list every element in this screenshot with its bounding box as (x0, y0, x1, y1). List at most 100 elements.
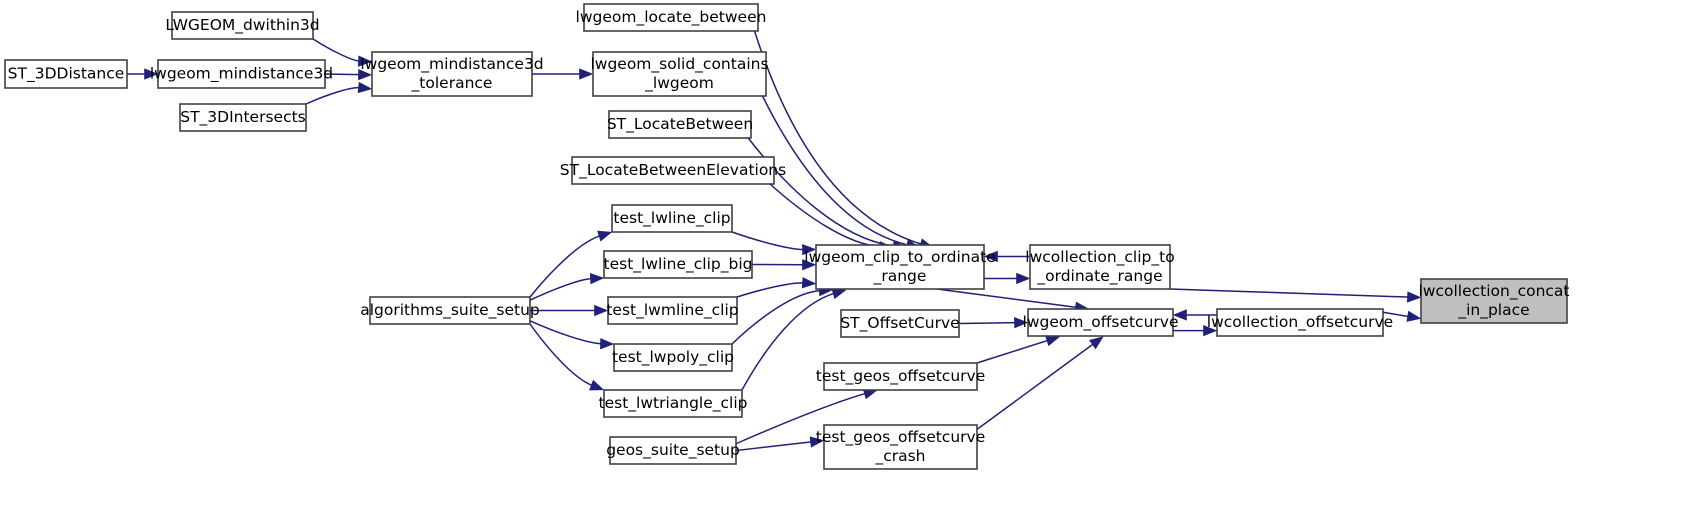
node-box-st_3dintersects[interactable] (179, 103, 307, 132)
node-box-test_lwline_clip_big[interactable] (603, 250, 753, 279)
node-box-st_locatebetweenelevations[interactable] (571, 156, 775, 185)
node-label-st_locatebetweenelevations: ST_LocateBetweenElevations (560, 161, 786, 180)
edge-arrowhead (1045, 335, 1061, 347)
node-box-lwgeom_dwithin3d[interactable] (171, 11, 314, 40)
edge-arrowhead (1407, 291, 1422, 303)
edge-st_3dintersects-to-lwgeom_mindistance3d_tolerance (305, 87, 361, 105)
node-lwgeom_dwithin3d[interactable]: LWGEOM_dwithin3d (165, 11, 320, 40)
node-st_locatebetween[interactable]: ST_LocateBetween (607, 110, 753, 139)
edge-st_offsetcurve-to-lwgeom_offsetcurve (958, 321, 1017, 325)
node-label-lwcollection_clip_to_ordinate_range: _ordinate_range (1036, 267, 1162, 286)
node-test_geos_offsetcurve[interactable]: test_geos_offsetcurve (816, 362, 985, 391)
node-box-st_offsetcurve[interactable] (840, 309, 960, 338)
edge-arrowhead (809, 436, 825, 448)
node-label-lwcollection_concat_in_place: _in_place (1457, 301, 1529, 320)
node-st_3dintersects[interactable]: ST_3DIntersects (179, 103, 307, 132)
node-label-st_3dintersects: ST_3DIntersects (180, 108, 306, 127)
node-box-lwcollection_clip_to_ordinate_range[interactable] (1029, 244, 1171, 290)
node-box-test_lwtriangle_clip[interactable] (603, 389, 743, 418)
edge-arrowhead (802, 259, 817, 271)
node-lwcollection_clip_to_ordinate_range[interactable]: lwcollection_clip_to_ordinate_range (1025, 244, 1175, 290)
node-label-lwgeom_mindistance3d_tolerance: lwgeom_mindistance3d (360, 55, 543, 74)
node-box-lwgeom_mindistance3d[interactable] (157, 59, 326, 89)
node-box-lwgeom_clip_to_ordinate_range[interactable] (815, 244, 985, 290)
node-algorithms_suite_setup[interactable]: algorithms_suite_setup (360, 296, 540, 325)
edge-arrowhead (802, 243, 817, 256)
node-label-lwgeom_solid_contains_lwgeom: lwgeom_solid_contains (590, 55, 768, 74)
node-test_lwline_clip_big[interactable]: test_lwline_clip_big (603, 250, 753, 279)
edge-arrowhead (597, 230, 613, 242)
edge-arrowhead (983, 250, 998, 263)
node-lwgeom_locate_between[interactable]: lwgeom_locate_between (576, 3, 767, 32)
node-box-geos_suite_setup[interactable] (609, 436, 737, 465)
node-label-lwgeom_offsetcurve: lwgeom_offsetcurve (1023, 313, 1179, 332)
node-lwcollection_offsetcurve[interactable]: lwcollection_offsetcurve (1207, 308, 1393, 337)
node-st_offsetcurve[interactable]: ST_OffsetCurve (840, 309, 960, 338)
edge-arrowhead (1406, 310, 1422, 322)
node-label-lwgeom_mindistance3d: lwgeom_mindistance3d (150, 65, 333, 84)
edge-algorithms_suite_setup-to-test_lwline_clip_big (529, 277, 593, 301)
node-box-lwgeom_offsetcurve[interactable] (1027, 308, 1174, 337)
node-label-st_3ddistance: ST_3DDistance (8, 65, 125, 84)
edge-test_lwtriangle_clip-to-lwgeom_clip_to_ordinate_range (741, 292, 836, 391)
edge-arrowhead (831, 288, 847, 300)
edge-st_locatebetween-to-lwgeom_clip_to_ordinate_range (747, 137, 896, 248)
node-label-lwcollection_clip_to_ordinate_range: lwcollection_clip_to (1025, 248, 1174, 267)
nodes-layer: ST_3DDistance lwgeom_mindistance3d LWGEOM_… (4, 3, 1570, 470)
edge-test_lwmline_clip-to-lwgeom_clip_to_ordinate_range (736, 282, 805, 298)
edge-lwgeom_solid_contains_lwgeom-to-lwgeom_clip_to_ordinate_range (761, 95, 910, 246)
node-lwgeom_clip_to_ordinate_range[interactable]: lwgeom_clip_to_ordinate_range (804, 244, 996, 290)
node-box-st_locatebetween[interactable] (608, 110, 752, 139)
edge-lwcollection_clip_to_ordinate_range-to-lwcollection_concat_in_place (1169, 288, 1410, 298)
node-box-lwgeom_solid_contains_lwgeom[interactable] (592, 51, 767, 97)
edge-algorithms_suite_setup-to-test_lwline_clip (529, 234, 602, 298)
node-box-test_geos_offsetcurve[interactable] (823, 362, 978, 391)
node-label-test_lwline_clip: test_lwline_clip (613, 209, 730, 228)
edge-arrowhead (357, 81, 373, 94)
edge-geos_suite_setup-to-test_geos_offsetcurve_crash (735, 440, 813, 452)
edge-arrowhead (357, 55, 373, 67)
edge-test_geos_offsetcurve-to-lwgeom_offsetcurve (976, 339, 1050, 364)
edge-algorithms_suite_setup-to-test_lwtriangle_clip (529, 323, 594, 387)
edge-arrowhead (801, 277, 817, 289)
node-box-test_lwline_clip[interactable] (611, 204, 733, 233)
node-lwcollection_concat_in_place[interactable]: lwcollection_concat_in_place (1418, 278, 1570, 324)
edge-arrowhead (594, 304, 609, 317)
edge-arrowhead (1014, 317, 1029, 329)
node-box-lwcollection_offsetcurve[interactable] (1216, 308, 1384, 337)
node-label-lwgeom_mindistance3d_tolerance: _tolerance (411, 74, 493, 93)
node-label-lwcollection_concat_in_place: lwcollection_concat (1418, 282, 1569, 301)
node-test_geos_offsetcurve_crash[interactable]: test_geos_offsetcurve_crash (816, 424, 985, 470)
node-box-lwgeom_locate_between[interactable] (583, 3, 759, 32)
edge-arrowhead (1172, 309, 1187, 321)
node-lwgeom_mindistance3d_tolerance[interactable]: lwgeom_mindistance3d_tolerance (360, 51, 544, 97)
node-test_lwline_clip[interactable]: test_lwline_clip (611, 204, 733, 233)
node-st_locatebetweenelevations[interactable]: ST_LocateBetweenElevations (560, 156, 786, 185)
node-lwgeom_mindistance3d[interactable]: lwgeom_mindistance3d (150, 59, 333, 89)
node-lwgeom_solid_contains_lwgeom[interactable]: lwgeom_solid_contains_lwgeom (590, 51, 769, 97)
node-box-test_lwpoly_clip[interactable] (613, 343, 733, 372)
node-box-algorithms_suite_setup[interactable] (369, 296, 531, 325)
node-label-lwgeom_clip_to_ordinate_range: _range (873, 267, 927, 286)
edge-test_geos_offsetcurve_crash-to-lwgeom_offsetcurve (976, 342, 1095, 431)
node-label-test_lwline_clip_big: test_lwline_clip_big (604, 255, 753, 274)
node-test_lwtriangle_clip[interactable]: test_lwtriangle_clip (599, 389, 748, 418)
edge-arrowhead (589, 272, 605, 285)
node-lwgeom_offsetcurve[interactable]: lwgeom_offsetcurve (1023, 308, 1179, 337)
node-box-test_geos_offsetcurve_crash[interactable] (823, 424, 978, 470)
node-box-lwcollection_concat_in_place[interactable] (1420, 278, 1568, 324)
node-box-test_lwmline_clip[interactable] (607, 296, 738, 325)
node-box-st_3ddistance[interactable] (4, 59, 128, 89)
node-geos_suite_setup[interactable]: geos_suite_setup (606, 436, 740, 465)
node-st_3ddistance[interactable]: ST_3DDistance (4, 59, 128, 89)
node-label-test_lwpoly_clip: test_lwpoly_clip (612, 348, 734, 367)
edge-test_lwline_clip-to-lwgeom_clip_to_ordinate_range (731, 231, 805, 251)
node-label-st_locatebetween: ST_LocateBetween (607, 115, 753, 134)
node-test_lwpoly_clip[interactable]: test_lwpoly_clip (612, 343, 734, 372)
edge-algorithms_suite_setup-to-test_lwpoly_clip (529, 320, 603, 345)
node-box-lwgeom_mindistance3d_tolerance[interactable] (371, 51, 533, 97)
edge-geos_suite_setup-to-test_geos_offsetcurve (735, 392, 867, 445)
edge-test_lwpoly_clip-to-lwgeom_clip_to_ordinate_range (731, 289, 822, 345)
edge-arrowhead (144, 68, 159, 80)
node-test_lwmline_clip[interactable]: test_lwmline_clip (606, 296, 739, 325)
